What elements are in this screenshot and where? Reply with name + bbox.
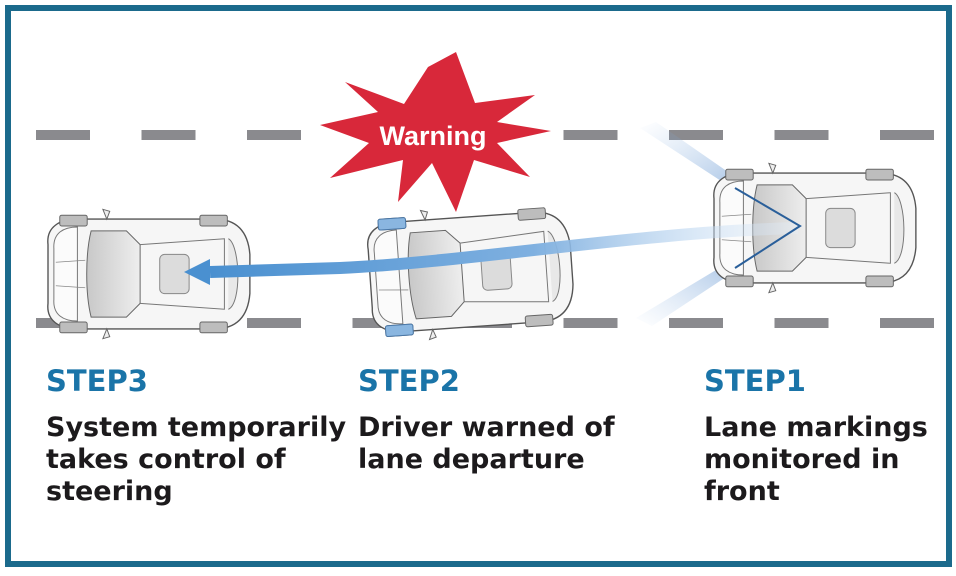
lane-dash (563, 318, 618, 328)
lane-dash (36, 130, 90, 140)
lane-dash (563, 130, 618, 140)
lane-dash (774, 130, 829, 140)
step3-description: System temporarily takes control of stee… (46, 412, 346, 508)
step3-line-1: System temporarily (46, 412, 347, 443)
lane-dash (669, 318, 723, 328)
step3-line-3: steering (46, 476, 173, 507)
step1-title: STEP1 (704, 364, 806, 398)
sensor-lines (734, 187, 802, 269)
lane-dash (141, 130, 196, 140)
step2-description: Driver warned of lane departure (358, 412, 615, 476)
step3-block: STEP3 System temporarily takes control o… (46, 364, 346, 508)
arrow-head-icon (184, 259, 210, 285)
step3-line-2: takes control of (46, 444, 286, 475)
lane-dash (880, 318, 934, 328)
warning-starburst: Warning (320, 52, 551, 212)
car-step2 (364, 199, 577, 345)
step2-block: STEP2 Driver warned of lane departure (358, 364, 615, 476)
step2-line-2: lane departure (358, 444, 585, 475)
lane-markings-top (36, 130, 934, 140)
lane-dash (774, 318, 829, 328)
step1-line-2: monitored in (704, 444, 900, 475)
step1-line-3: front (704, 476, 780, 507)
step2-title: STEP2 (358, 364, 460, 398)
step1-line-1: Lane markings (704, 412, 928, 443)
step2-line-1: Driver warned of (358, 412, 615, 443)
lane-dash (247, 318, 301, 328)
lane-dash (669, 130, 723, 140)
lane-dash (247, 130, 301, 140)
lane-dash (880, 130, 934, 140)
step1-description: Lane markings monitored in front (704, 412, 928, 508)
warning-label: Warning (380, 121, 487, 151)
step1-block: STEP1 Lane markings monitored in front (704, 364, 928, 508)
trajectory-arrow (209, 222, 799, 278)
step3-title: STEP3 (46, 364, 148, 398)
